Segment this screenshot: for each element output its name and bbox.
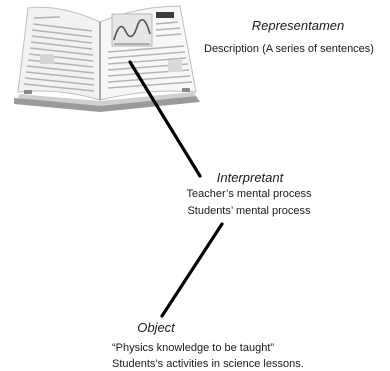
- object-heading: Object: [137, 320, 175, 335]
- object-line-activities: Students’s activities in science lessons…: [112, 358, 304, 370]
- representamen-description: Description (A series of sentences): [204, 43, 374, 55]
- connector-representamen-interpretant: [128, 60, 202, 178]
- open-textbook-image: [14, 5, 200, 112]
- representamen-heading: Representamen: [251, 18, 345, 33]
- interpretant-heading: Interpretant: [216, 170, 284, 185]
- connector-interpretant-object: [160, 222, 224, 318]
- interpretant-line-teacher: Teacher’s mental process: [186, 188, 312, 200]
- interpretant-line-students: Students’ mental process: [187, 205, 311, 217]
- object-line-physics: “Physics knowledge to be taught”: [112, 342, 275, 354]
